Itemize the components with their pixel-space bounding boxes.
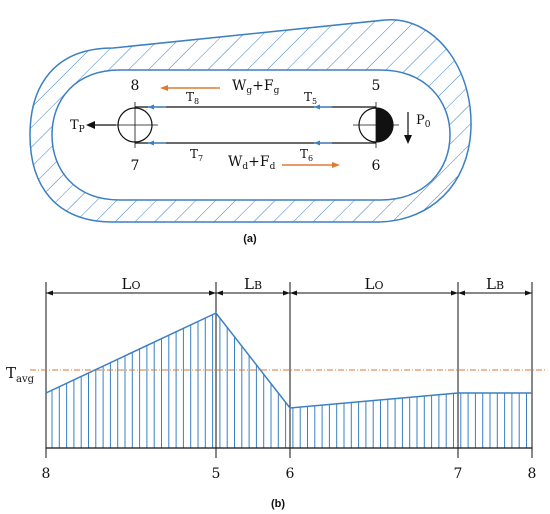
segment-label-lb-2: LB xyxy=(486,275,504,293)
t6-label: T6 xyxy=(300,147,313,163)
p0-label: P0 xyxy=(416,113,431,130)
t7-label: T7 xyxy=(190,147,203,163)
pulley-left xyxy=(112,102,158,148)
x-tick-6: 6 xyxy=(286,466,295,482)
caption-a: (a) xyxy=(243,233,257,245)
casing-hatched xyxy=(29,19,472,223)
lower-load-arrowhead xyxy=(332,162,340,168)
p0-arrowhead xyxy=(404,135,412,144)
pulley-right-drive xyxy=(353,102,399,148)
point-label-6: 6 xyxy=(372,158,381,174)
t5-label: T5 xyxy=(304,90,317,106)
upper-load-arrowhead xyxy=(160,85,168,91)
x-tick-7: 7 xyxy=(454,466,463,482)
tension-profile-diagram: LO LB LO LB Tavg 8 5 6 7 8 (b) xyxy=(6,275,546,510)
x-tick-8b: 8 xyxy=(528,466,537,482)
tp-arrowhead xyxy=(86,121,95,129)
segment-label-lb-1: LB xyxy=(244,275,262,293)
x-tick-5: 5 xyxy=(212,466,221,482)
point-label-7: 7 xyxy=(131,158,140,174)
tension-profile-line xyxy=(45,312,532,409)
average-tension-label: Tavg xyxy=(6,364,35,385)
dimension-arrows xyxy=(46,290,532,296)
upper-load-label: Wg+Fg xyxy=(232,78,280,96)
tension-arrows xyxy=(148,104,332,146)
point-label-8: 8 xyxy=(131,78,140,94)
lower-load-label: Wd+Fd xyxy=(228,154,276,172)
segment-label-lo-1: LO xyxy=(122,275,141,293)
point-label-5: 5 xyxy=(372,78,381,94)
tension-profile-hatching xyxy=(51,313,527,448)
conveyor-diagram: 8 7 5 6 TP P0 T8 T5 T7 T6 Wg+Fg xyxy=(29,19,472,245)
x-tick-8a: 8 xyxy=(42,466,51,482)
tp-label: TP xyxy=(70,118,85,135)
segment-label-lo-2: LO xyxy=(365,275,384,293)
t8-label: T8 xyxy=(186,90,199,106)
caption-b: (b) xyxy=(271,498,285,510)
